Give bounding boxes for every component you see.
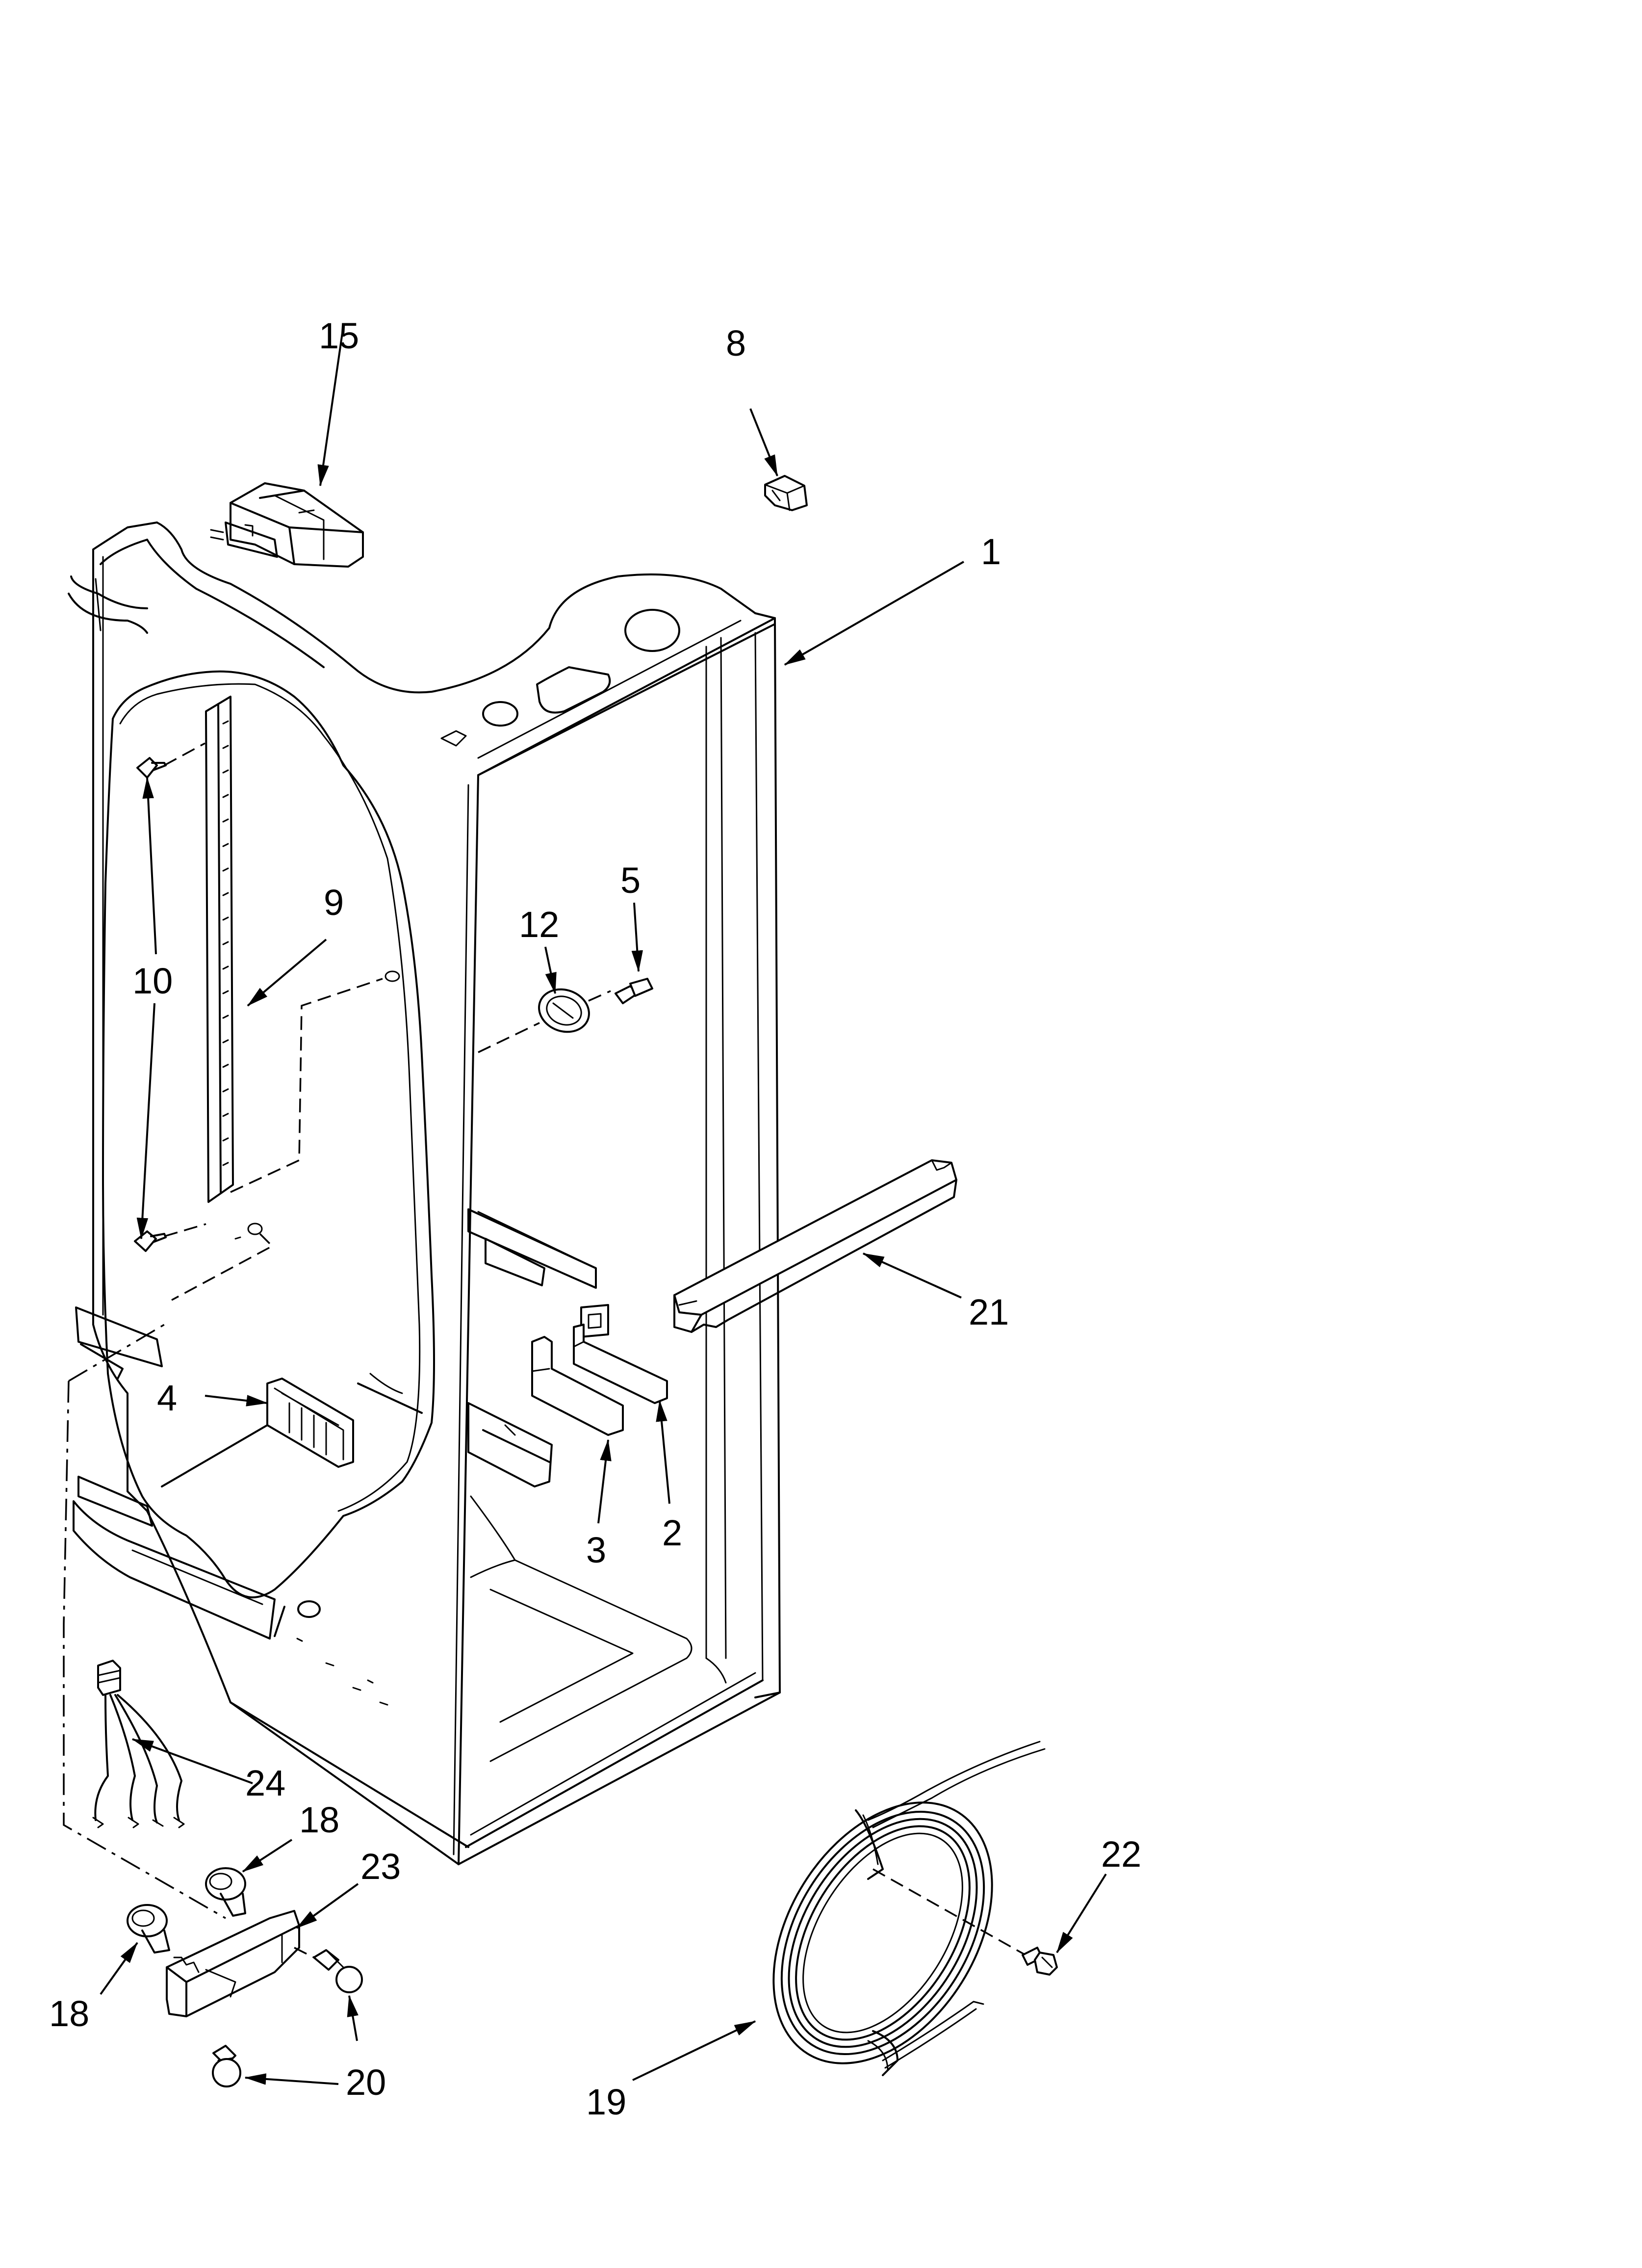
callout-21: 21 — [969, 1292, 1009, 1332]
control-housing-part-15 — [210, 482, 364, 568]
callout-19: 19 — [586, 2082, 626, 2122]
screw-part-10-bottom — [134, 1230, 167, 1252]
screw-part-5 — [615, 978, 653, 1004]
callout-2: 2 — [662, 1512, 682, 1553]
tubing-coil-part-19 — [772, 1741, 1046, 2076]
callout-23: 23 — [360, 1846, 401, 1887]
callout-9: 9 — [324, 882, 344, 923]
callout-8: 8 — [726, 323, 746, 364]
bushing-part-18-upper — [205, 1867, 246, 1917]
stud-mount — [171, 1223, 274, 1301]
damper-part-12 — [478, 988, 611, 1053]
callout-12: 12 — [519, 904, 559, 945]
cabinet-lower-left-rails — [73, 1306, 388, 1706]
trim-part-2 — [573, 1324, 668, 1404]
callout-15: 15 — [319, 315, 359, 356]
callout-3: 3 — [586, 1530, 606, 1570]
callout-leaders — [100, 326, 1107, 2085]
bushing-part-18-lower — [127, 1904, 170, 1954]
callout-18-lower: 18 — [49, 1993, 89, 2034]
bracket-part-23 — [166, 1910, 314, 2017]
callout-labels: 15 8 1 5 12 9 10 4 3 2 21 24 18 23 18 20… — [49, 315, 1141, 2122]
screw-part-20-lower — [212, 2045, 241, 2087]
shelf-ladder-part-9 — [164, 696, 400, 1237]
callout-1: 1 — [981, 531, 1001, 572]
cabinet-shelf-supports — [467, 1208, 609, 1487]
callout-20: 20 — [346, 2062, 386, 2103]
callout-4: 4 — [157, 1378, 177, 1418]
trim-part-3 — [531, 1336, 624, 1436]
vent-grille-part-4 — [161, 1373, 423, 1487]
wire-harness-part-24 — [92, 1660, 185, 1828]
callout-18-upper: 18 — [299, 1799, 339, 1840]
clip-part-8 — [764, 475, 808, 511]
screw-part-22 — [1022, 1947, 1058, 1976]
cabinet-liner — [68, 521, 781, 1865]
cover-bracket-part-21 — [673, 1159, 957, 1333]
callout-5: 5 — [620, 860, 641, 901]
callout-24: 24 — [245, 1763, 285, 1803]
screw-part-20-upper — [313, 1949, 363, 1993]
callout-10: 10 — [132, 961, 173, 1001]
screw-part-10-top — [136, 757, 167, 779]
callout-22: 22 — [1101, 1834, 1141, 1875]
